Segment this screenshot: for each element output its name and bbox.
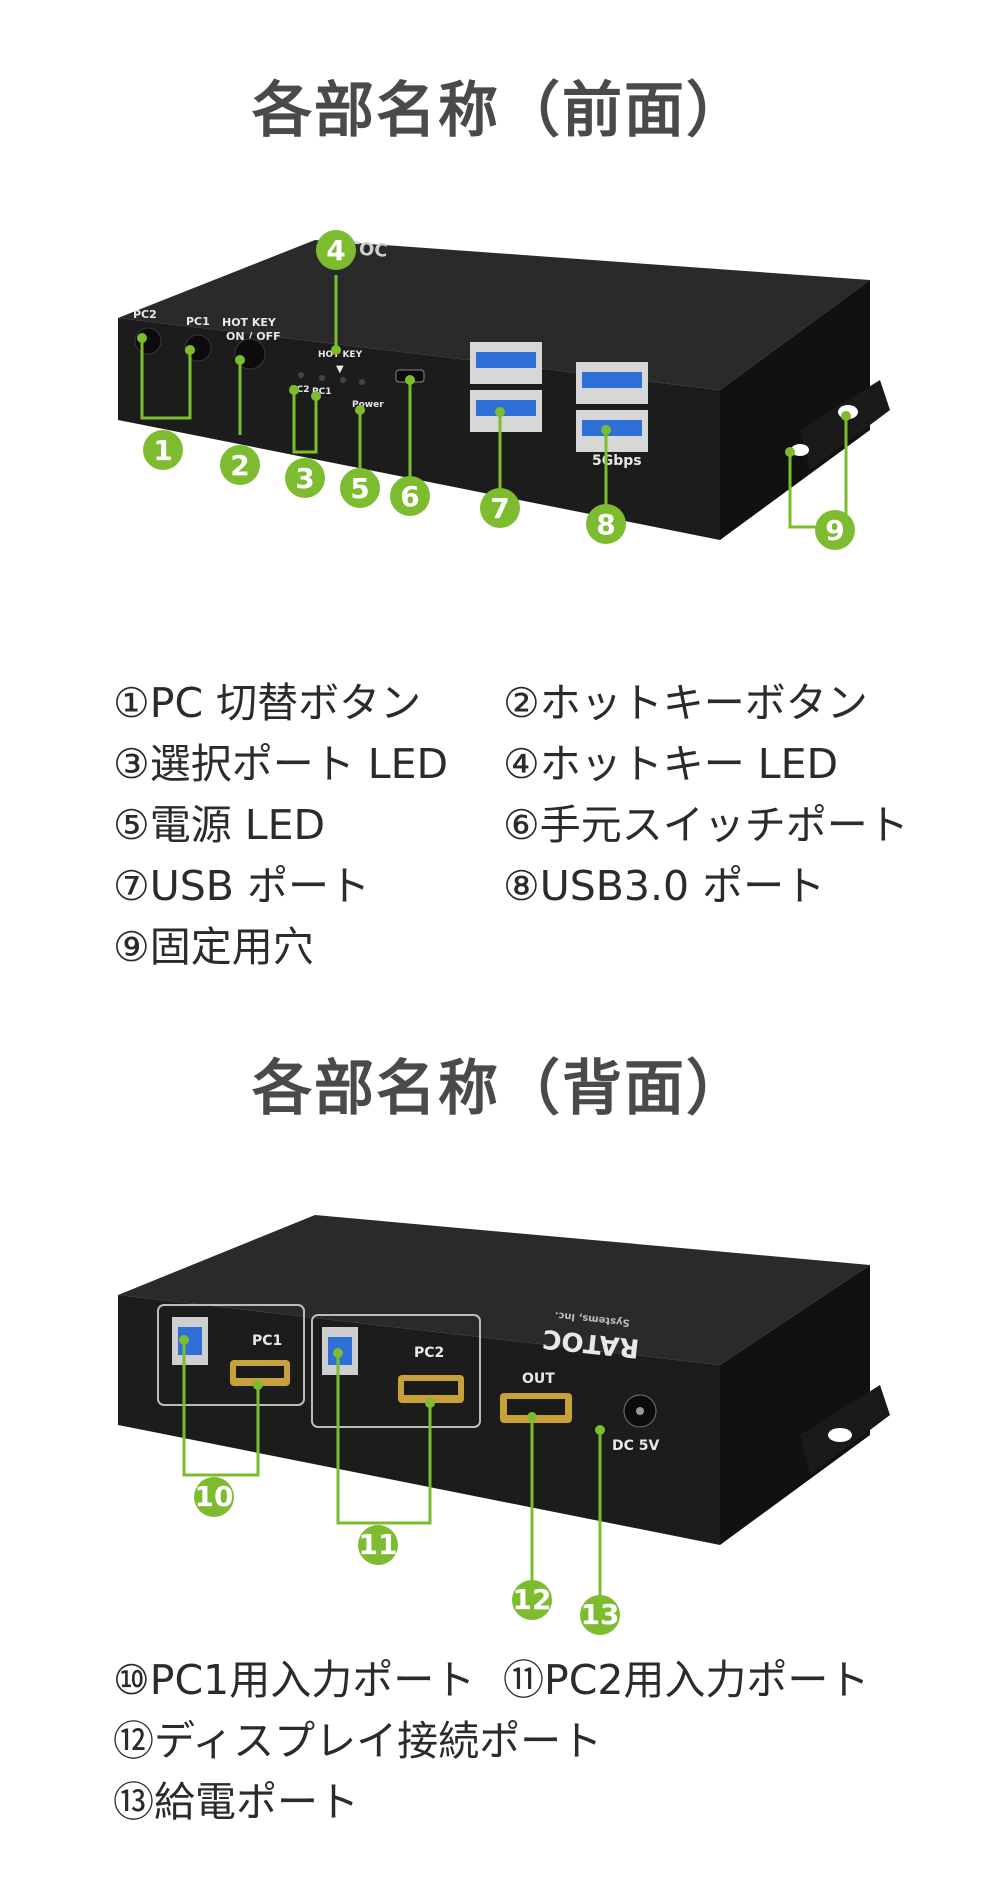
callout-5: 5 [340,468,380,508]
callout-4: 4 [316,230,356,270]
pc1-label: PC1 [186,315,210,328]
legend-item-5: ⑤電源 LED [113,801,326,849]
device-right-face [720,1265,870,1545]
svg-text:6: 6 [400,480,419,513]
callout-10: 10 [194,1477,234,1517]
device-front-face [118,318,720,540]
legend-item-11: ⑪PC2用入力ポート [503,1656,870,1704]
led-hotkey [340,377,346,383]
mount-hole-2 [791,444,809,456]
callout-11: 11 [358,1525,398,1565]
power-label: Power [352,400,384,410]
svg-text:4: 4 [326,234,345,267]
legend-item-10: ⑩PC1用入力ポート [113,1656,476,1704]
back-legend: ⑩PC1用入力ポート ⑪PC2用入力ポート ⑫ディスプレイ接続ポート ⑬給電ポー… [113,1650,993,1833]
pc2-label: PC2 [414,1345,444,1361]
callout-7: 7 [480,488,520,528]
legend-item-9: ⑨固定用穴 [113,923,314,971]
device-top-face [118,240,870,390]
hotkey-label: HOT KEY [222,316,277,329]
device-right-face [720,280,870,540]
callout-9: 9 [815,510,855,550]
legend-item-1: ①PC 切替ボタン [113,679,422,727]
pc2-label: PC2 [133,308,157,321]
callout-6: 6 [390,476,430,516]
led-pc2 [298,372,304,378]
usb-port-2-tongue [476,400,536,416]
hotkey-led-arrow: ▼ [336,364,344,375]
back-device-photo: PC1 PC2 OUT DC 5V RATOC Systems, Inc. 10… [118,1215,890,1635]
legend-item-13: ⑬給電ポート [113,1778,359,1826]
pc1-label: PC1 [252,1333,282,1349]
callout-1: 1 [143,430,183,470]
svg-text:2: 2 [230,449,249,482]
led-pc2-label: PC2 [290,385,309,395]
svg-text:9: 9 [825,514,844,547]
hotkey-led-label: HOT KEY [318,350,363,360]
callout-13: 13 [580,1595,620,1635]
dc-label: DC 5V [612,1438,660,1454]
front-legend: ①PC 切替ボタン ②ホットキーボタン ③選択ポート LED ④ホットキー LE… [113,673,993,978]
legend-item-6: ⑥手元スイッチポート [503,801,909,849]
led-power [359,379,365,385]
svg-text:1: 1 [153,434,172,467]
speed-label: 5Gbps [592,453,642,469]
back-callout-dots [179,1335,605,1435]
svg-text:12: 12 [513,1583,552,1616]
usb3-port-1-tongue [582,372,642,388]
led-pc1 [319,375,325,381]
svg-text:11: 11 [359,1528,398,1561]
legend-item-2: ②ホットキーボタン [503,679,868,727]
callout-3: 3 [285,458,325,498]
onoff-label: ON / OFF [226,330,281,343]
callout-12: 12 [512,1580,552,1620]
svg-text:13: 13 [581,1598,620,1631]
pc2-port-group [311,1314,481,1428]
out-label: OUT [522,1371,555,1387]
svg-text:8: 8 [596,508,615,541]
back-callout-lines [182,1340,602,1595]
usb-port-1-tongue [476,352,536,368]
front-device-photo: RATOC PC2 PC1 HOT KEY ON / OFF HOT KEY ▼… [118,230,890,550]
svg-text:5: 5 [350,472,369,505]
callout-2: 2 [220,445,260,485]
front-callout-dots [137,333,851,457]
svg-text:7: 7 [490,492,509,525]
legend-item-3: ③選択ポート LED [113,740,449,788]
legend-item-4: ④ホットキー LED [503,740,839,788]
usb3-port-2-tongue [582,420,642,436]
device-back-face [118,1295,720,1545]
front-section-title: 各部名称（前面） [252,76,748,146]
back-section-title: 各部名称（背面） [252,1054,748,1124]
legend-item-7: ⑦USB ポート [113,862,370,910]
callout-8: 8 [586,504,626,544]
mount-hole [828,1428,852,1442]
pc1-port-group [157,1304,305,1406]
legend-item-8: ⑧USB3.0 ポート [503,862,826,910]
svg-text:3: 3 [295,462,314,495]
svg-text:10: 10 [195,1480,234,1513]
device-top-face [118,1215,870,1365]
led-pc1-label: PC1 [312,387,331,397]
legend-item-12: ⑫ディスプレイ接続ポート [113,1717,603,1765]
